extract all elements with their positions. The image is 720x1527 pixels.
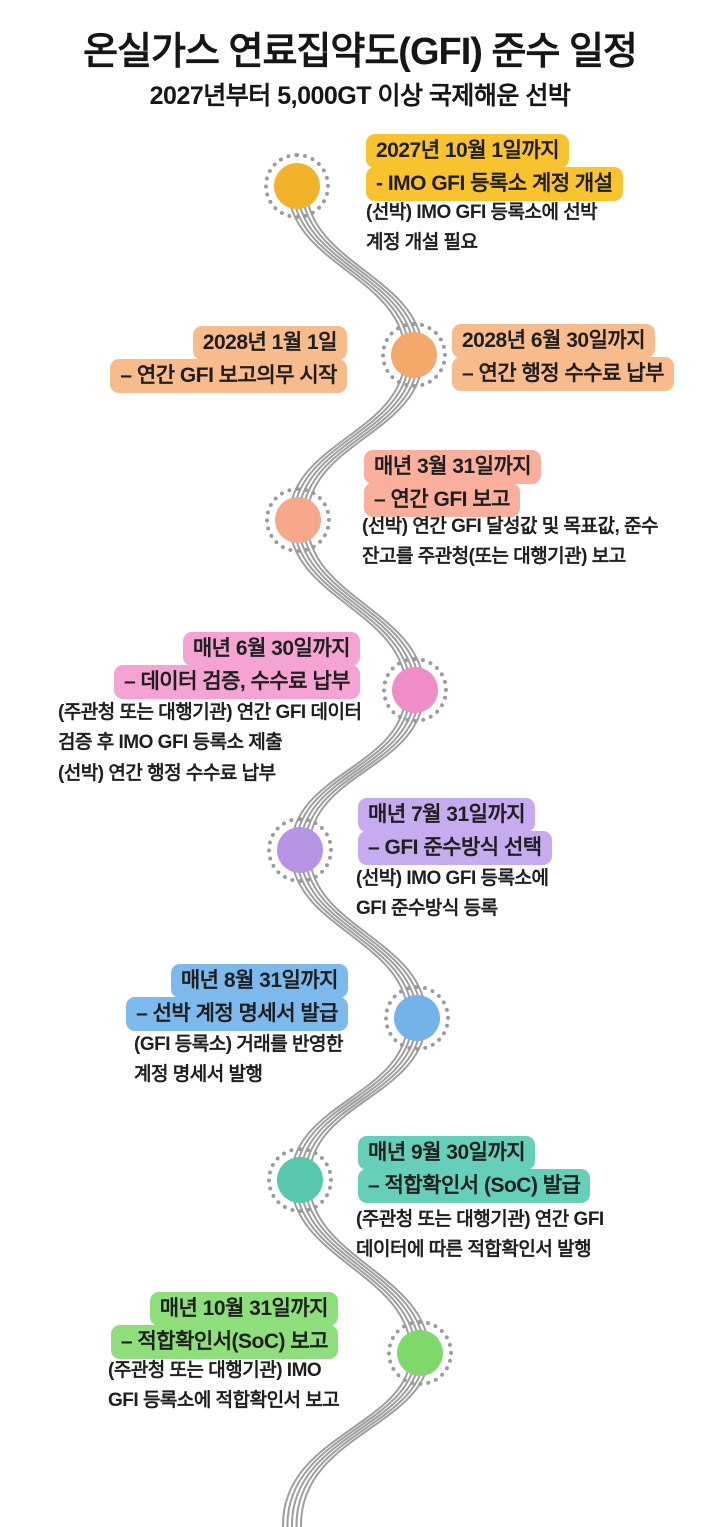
page-subtitle: 2027년부터 5,000GT 이상 국제해운 선박: [149, 82, 571, 110]
milestone-7-label: 매년 9월 30일까지 – 적합확인서 (SoC) 발급: [358, 1136, 591, 1203]
timeline-node-4: [382, 657, 448, 723]
milestone-4-label-line1: 매년 6월 30일까지: [182, 632, 360, 666]
milestone-6-body: (GFI 등록소) 거래를 반영한 계정 명세서 발행: [134, 1030, 343, 1091]
milestone-3-body: (선박) 연간 GFI 달성값 및 목표값, 준수 잔고를 주관청(또는 대행기…: [362, 512, 659, 573]
milestone-4-label: 매년 6월 30일까지 – 데이터 검증, 수수료 납부: [113, 632, 360, 699]
page-title: 온실가스 연료집약도(GFI) 준수 일정: [83, 31, 638, 73]
timeline-node-6-circle: [394, 995, 440, 1041]
milestone-2-right-label-line2: – 연간 행정 수수료 납부: [452, 357, 674, 391]
milestone-4-body: (주관청 또는 대행기관) 연간 GFI 데이터 검증 후 IMO GFI 등록…: [58, 698, 362, 789]
milestone-1-body-line1: (선박) IMO GFI 등록소에 선박: [366, 202, 598, 223]
timeline-node-3-circle: [275, 497, 321, 543]
milestone-3-body-line1: (선박) 연간 GFI 달성값 및 목표값, 준수: [362, 516, 659, 537]
timeline-node-7-circle: [277, 1157, 323, 1203]
timeline-node-2: [381, 322, 447, 388]
milestone-6-body-line2: 계정 명세서 발행: [134, 1064, 263, 1086]
milestone-5-label: 매년 7월 31일까지 – GFI 준수방식 선택: [358, 798, 552, 865]
milestone-8-body-line2: GFI 등록소에 적합확인서 보고: [108, 1390, 340, 1412]
milestone-1-label-line2: - IMO GFI 등록소 계정 개설: [366, 167, 623, 201]
timeline-node-2-circle: [391, 332, 437, 378]
milestone-4-label-line2: – 데이터 검증, 수수료 납부: [113, 665, 360, 699]
milestone-2-left-label: 2028년 1월 1일 – 연간 GFI 보고의무 시작: [110, 326, 347, 393]
milestone-1-body-line2: 계정 개설 필요: [366, 232, 478, 254]
milestone-5-body: (선박) IMO GFI 등록소에 GFI 준수방식 등록: [356, 864, 549, 925]
milestone-4-body-line3: (선박) 연간 행정 수수료 납부: [58, 762, 276, 784]
milestone-6-label-line1: 매년 8월 31일까지: [170, 964, 348, 998]
milestone-2-left-label-line1: 2028년 1월 1일: [192, 326, 347, 360]
timeline-node-8-circle: [397, 1330, 443, 1376]
milestone-1-body: (선박) IMO GFI 등록소에 선박 계정 개설 필요: [366, 198, 598, 259]
milestone-4-body-line1: (주관청 또는 대행기관) 연간 GFI 데이터: [58, 702, 362, 723]
timeline-node-1-circle: [274, 163, 320, 209]
timeline-node-5-circle: [277, 827, 323, 873]
milestone-8-body-line1: (주관청 또는 대행기관) IMO: [108, 1360, 322, 1381]
milestone-4-body-line2: 검증 후 IMO GFI 등록소 제출: [58, 732, 283, 754]
milestone-7-body: (주관청 또는 대행기관) 연간 GFI 데이터에 따른 적합확인서 발행: [356, 1205, 604, 1266]
timeline-node-3: [265, 487, 331, 553]
milestone-8-label: 매년 10월 31일까지 – 적합확인서(SoC) 보고: [110, 1292, 338, 1359]
milestone-7-label-line1: 매년 9월 30일까지: [358, 1136, 536, 1170]
milestone-3-label-line2: – 연간 GFI 보고: [364, 483, 520, 517]
milestone-5-label-line2: – GFI 준수방식 선택: [358, 831, 552, 865]
milestone-3-label: 매년 3월 31일까지 – 연간 GFI 보고: [364, 450, 542, 517]
timeline-node-1: [264, 153, 330, 219]
timeline-node-6: [384, 985, 450, 1051]
milestone-6-label-line2: – 선박 계정 명세서 발급: [126, 997, 348, 1031]
milestone-7-label-line2: – 적합확인서 (SoC) 발급: [358, 1169, 591, 1203]
milestone-2-left-label-line2: – 연간 GFI 보고의무 시작: [110, 359, 347, 393]
milestone-1-label: 2027년 10월 1일까지 - IMO GFI 등록소 계정 개설: [366, 134, 623, 201]
milestone-8-label-line1: 매년 10월 31일까지: [149, 1292, 338, 1326]
milestone-8-body: (주관청 또는 대행기관) IMO GFI 등록소에 적합확인서 보고: [108, 1356, 340, 1417]
milestone-3-label-line1: 매년 3월 31일까지: [364, 450, 542, 484]
milestone-5-body-line1: (선박) IMO GFI 등록소에: [356, 868, 549, 889]
milestone-2-right-label-line1: 2028년 6월 30일까지: [452, 324, 656, 358]
milestone-5-body-line2: GFI 준수방식 등록: [356, 898, 498, 920]
milestone-3-body-line2: 잔고를 주관청(또는 대행기관) 보고: [362, 546, 626, 568]
milestone-2-right-label: 2028년 6월 30일까지 – 연간 행정 수수료 납부: [452, 324, 674, 391]
milestone-6-label: 매년 8월 31일까지 – 선박 계정 명세서 발급: [126, 964, 348, 1031]
milestone-7-body-line1: (주관청 또는 대행기관) 연간 GFI: [356, 1209, 604, 1230]
timeline-node-5: [267, 817, 333, 883]
milestone-7-body-line2: 데이터에 따른 적합확인서 발행: [356, 1239, 592, 1261]
milestone-5-label-line1: 매년 7월 31일까지: [358, 798, 536, 832]
timeline-node-8: [387, 1320, 453, 1386]
milestone-8-label-line2: – 적합확인서(SoC) 보고: [110, 1325, 338, 1359]
timeline-node-7: [267, 1147, 333, 1213]
milestone-1-label-line1: 2027년 10월 1일까지: [366, 134, 570, 168]
milestone-6-body-line1: (GFI 등록소) 거래를 반영한: [134, 1034, 343, 1055]
timeline-node-4-circle: [392, 667, 438, 713]
